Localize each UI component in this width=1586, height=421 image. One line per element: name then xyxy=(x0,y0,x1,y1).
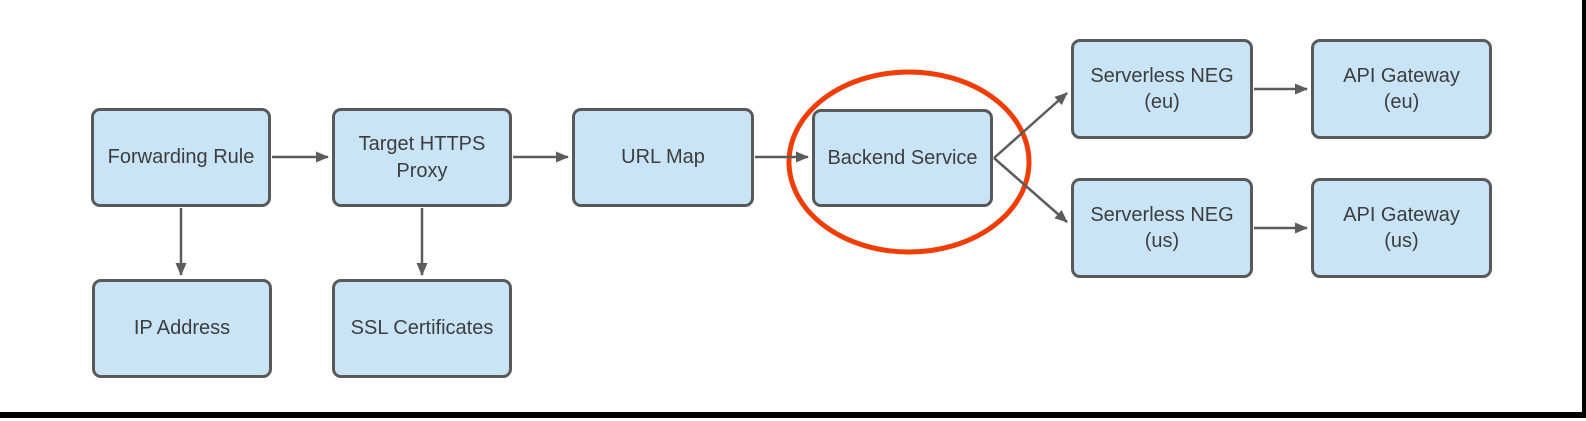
node-forwarding-rule: Forwarding Rule xyxy=(91,108,271,207)
window-border-bottom xyxy=(0,412,1586,418)
node-serverless-neg-us: Serverless NEG (us) xyxy=(1071,178,1253,278)
window-border-right xyxy=(1582,0,1586,418)
node-serverless-neg-eu: Serverless NEG (eu) xyxy=(1071,39,1253,139)
node-api-gateway-eu: API Gateway (eu) xyxy=(1311,39,1492,139)
node-ip-address: IP Address xyxy=(92,279,272,378)
node-api-gateway-us: API Gateway (us) xyxy=(1311,178,1492,278)
edge-backend-service-to-serverless-neg-us xyxy=(993,157,1068,223)
node-url-map: URL Map xyxy=(572,108,754,207)
node-ssl-certificates: SSL Certificates xyxy=(332,279,512,378)
node-backend-service: Backend Service xyxy=(812,109,993,207)
edge-backend-service-to-serverless-neg-eu xyxy=(993,92,1068,159)
node-target-https-proxy: Target HTTPS Proxy xyxy=(332,108,512,207)
